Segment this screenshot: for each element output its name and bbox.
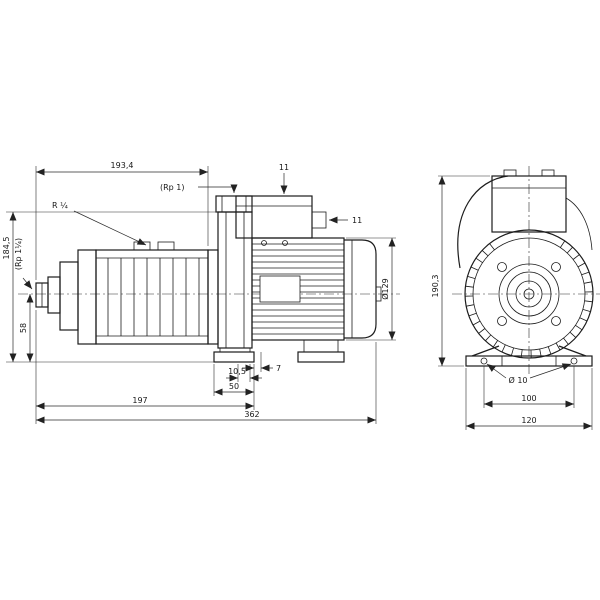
dim-foot-slot-label: 10,5	[228, 367, 246, 376]
tie-rod-nut	[497, 262, 507, 272]
suction-port-label: (Rp 1¼)	[14, 238, 23, 270]
motor-end	[464, 229, 594, 359]
tie-rod-nut	[551, 316, 561, 326]
dim-foot-hole-label: Ø 10	[508, 375, 527, 385]
dim-foot-length-label: 50	[229, 382, 239, 391]
front-view	[18, 195, 400, 363]
volute-arc-left	[457, 175, 509, 269]
dim-gland-top-label: 11	[279, 163, 289, 172]
dim-pump-length-label: 193,4	[111, 161, 134, 170]
dim-hole-spacing-label: 100	[521, 394, 536, 403]
seal-housing	[207, 249, 219, 345]
volute-arc-right	[565, 197, 593, 251]
dim-shaft-height-label: 58	[19, 323, 28, 333]
foot-hole	[480, 357, 488, 365]
discharge-port-flange	[215, 195, 253, 213]
tie-rod-nut	[497, 316, 507, 326]
dim-total-height-label: 184,5	[2, 237, 11, 260]
dim-length-to-foot-label: 197	[132, 396, 147, 405]
end-feet	[465, 345, 593, 367]
motor	[251, 237, 345, 341]
dim-total-length-label: 362	[244, 410, 259, 419]
discharge-port-label: (Rp 1)	[160, 183, 185, 192]
motor-nameplate	[259, 275, 301, 303]
end-view	[452, 166, 600, 376]
dim-motor-diameter-label: Ø129	[380, 278, 390, 300]
dim-gland-side-label: 11	[352, 216, 362, 225]
front-view-dimensions: 193,4 (Rp 1) R ¼ 11 11 Ø129 184,5 (Rp 1¼…	[2, 161, 396, 424]
radial-fins	[464, 240, 594, 359]
shaft-cap	[375, 286, 382, 302]
dim-end-height-label: 190,3	[431, 275, 440, 298]
terminal-box-end	[491, 169, 567, 233]
fan-cover	[344, 239, 382, 339]
stage-barrel	[95, 241, 219, 345]
dim-foot-width-label: 120	[521, 416, 536, 425]
end-view-dimensions: 190,3 Ø 10 100 120	[431, 175, 593, 430]
suction-port	[35, 249, 97, 345]
stage-lines	[107, 258, 200, 336]
foot-hole	[570, 357, 578, 365]
plug-label: R ¼	[52, 201, 68, 210]
dim-foot-offset-label: 7	[276, 364, 281, 373]
cable-gland	[311, 211, 327, 229]
tie-rod-nut	[551, 262, 561, 272]
discharge-housing	[215, 195, 253, 349]
motor-foot	[297, 340, 345, 363]
terminal-box	[235, 195, 327, 239]
pump-foot	[213, 348, 255, 363]
casing-lug	[157, 241, 175, 251]
